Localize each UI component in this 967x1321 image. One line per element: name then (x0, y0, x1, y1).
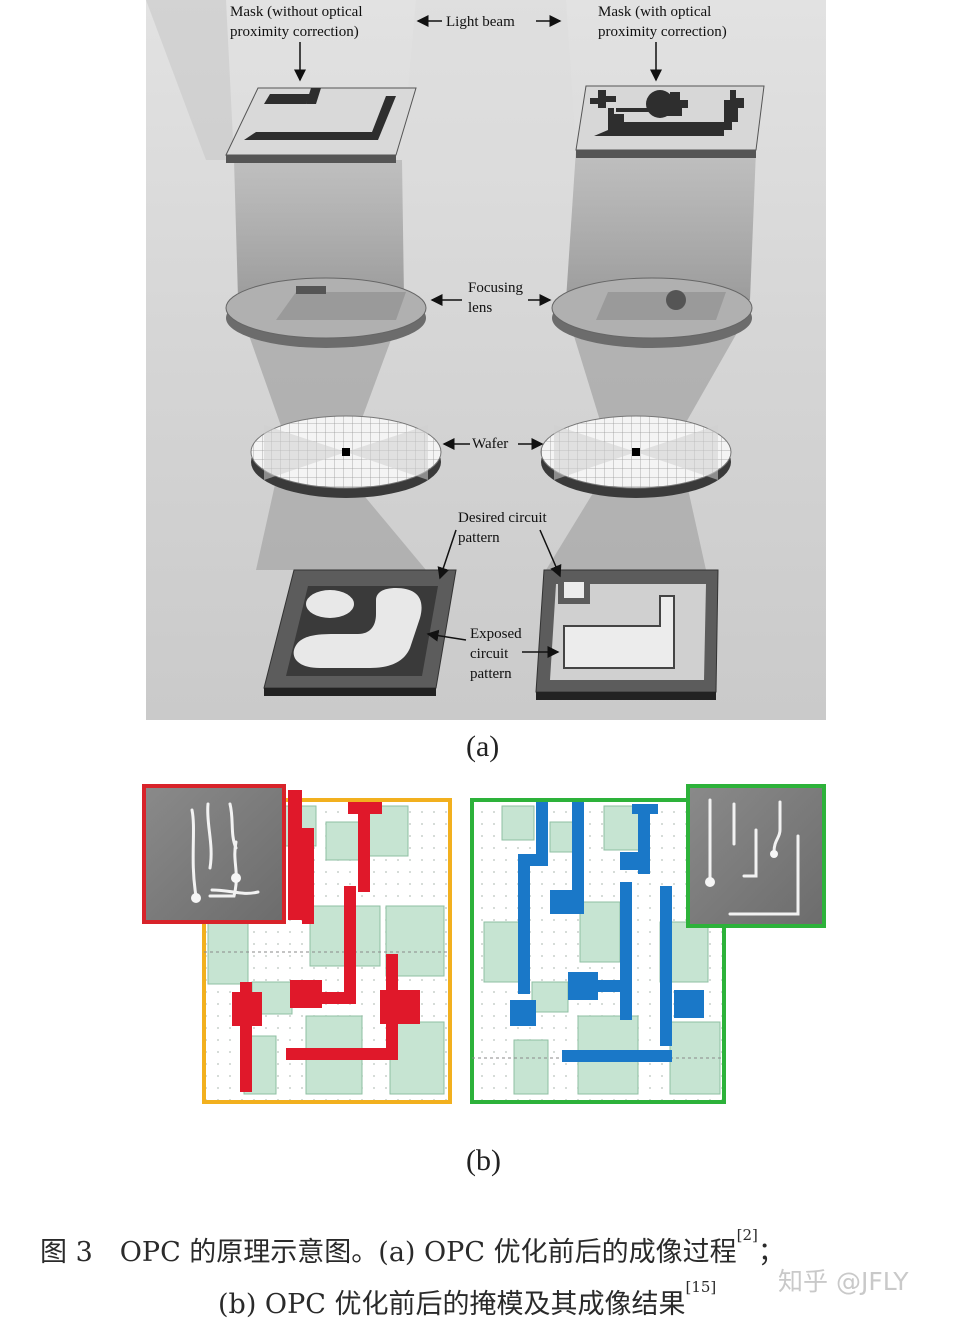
layout-after-opc (470, 784, 826, 1104)
caption-text-1-end: ； (757, 1237, 785, 1268)
exposed-pattern-right (535, 569, 719, 700)
label-mask-without-opc-line2: proximity correction) (230, 24, 359, 40)
label-exposed-circuit-pattern-line2: circuit (470, 646, 509, 662)
citation-ref-15: [15] (685, 1278, 717, 1296)
sem-inset-before-opc (142, 784, 286, 924)
caption-text-1: 图 3 OPC 的原理示意图。(a) OPC 优化前后的成像过程 (40, 1237, 737, 1268)
focusing-lens-left (225, 277, 427, 348)
label-mask-with-opc-line2: proximity correction) (598, 24, 727, 40)
label-desired-circuit-pattern-line2: pattern (458, 530, 500, 546)
panel-label-b: (b) (466, 1144, 501, 1177)
caption-text-2: (b) OPC 优化前后的掩模及其成像结果 (218, 1289, 686, 1320)
exposed-pattern-left (263, 569, 457, 696)
label-light-beam: Light beam (446, 14, 515, 30)
wires-before-opc (232, 790, 420, 1092)
label-focusing-lens-line1: Focusing (468, 280, 524, 296)
wafer-right (540, 415, 732, 498)
figure-caption-line1: 图 3 OPC 的原理示意图。(a) OPC 优化前后的成像过程[2]； (40, 1226, 785, 1269)
label-desired-circuit-pattern-line1: Desired circuit (458, 510, 548, 526)
label-exposed-circuit-pattern-line1: Exposed (470, 626, 522, 642)
wafer-left (250, 415, 442, 498)
figure-caption-line2: (b) OPC 优化前后的掩模及其成像结果[15] (218, 1278, 716, 1321)
label-focusing-lens-line2: lens (468, 300, 492, 316)
label-mask-without-opc-line1: Mask (without optical (230, 4, 362, 20)
diagram-labels: Mask (without optical proximity correcti… (230, 4, 727, 682)
layout-before-opc (142, 784, 452, 1104)
watermark: 知乎 @JFLY (778, 1267, 909, 1296)
label-exposed-circuit-pattern-line3: pattern (470, 666, 512, 682)
label-mask-with-opc-line1: Mask (with optical (598, 4, 711, 20)
label-wafer: Wafer (472, 436, 508, 452)
mask-without-opc (225, 87, 417, 163)
citation-ref-2: [2] (736, 1226, 758, 1244)
mask-with-opc (575, 85, 765, 158)
wires-after-opc (510, 802, 704, 1062)
focusing-lens-right (551, 277, 753, 348)
panel-label-a: (a) (466, 730, 500, 763)
sem-inset-after-opc (686, 784, 826, 928)
opc-mask-comparison (142, 784, 826, 1104)
opc-imaging-process-diagram: Mask (without optical proximity correcti… (146, 0, 826, 720)
